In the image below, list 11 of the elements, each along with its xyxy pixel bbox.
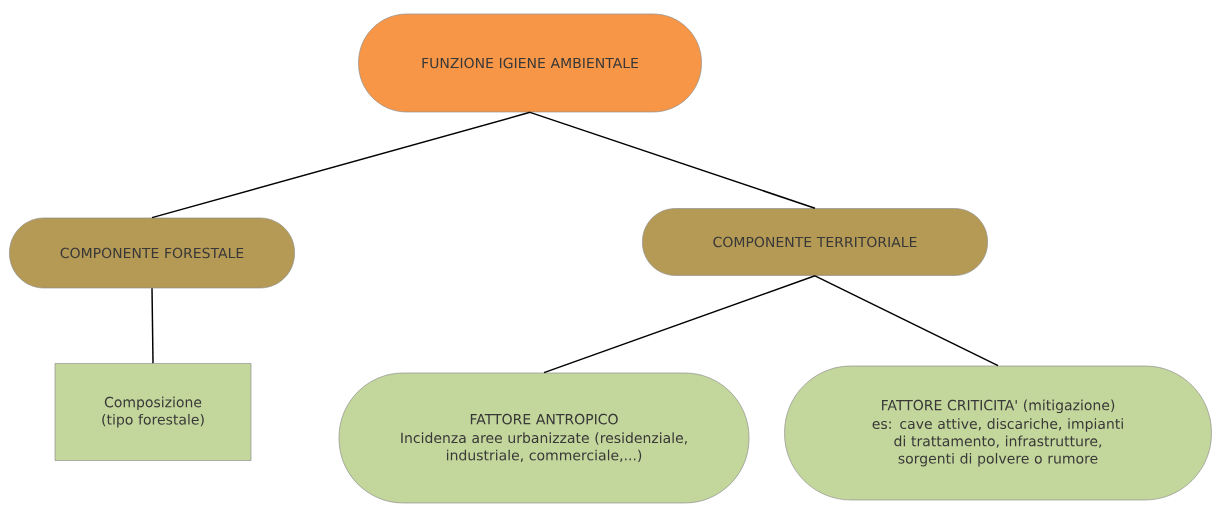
title-pill: FUNZIONE IGIENE AMBIENTALE — [358, 13, 702, 113]
category-pill: COMPONENTE FORESTALE — [9, 217, 295, 289]
category-pill: COMPONENTE TERRITORIALE — [642, 208, 988, 276]
connector-line — [543, 275, 816, 374]
connector-line — [814, 275, 999, 367]
leaf-box: Composizione (tipo forestale) — [54, 363, 252, 461]
connector-line — [151, 111, 531, 219]
connector-line — [529, 111, 816, 209]
connector-line — [151, 287, 154, 364]
factor-pill: FATTORE ANTROPICO Incidenza aree urbanizzate (residenziale, industriale, commerciale,...) — [338, 372, 750, 504]
factor-pill: FATTORE CRITICITA' (mitigazione) es: cave attive, discariche, impianti di trattamento, infrastrutture, sorgenti di polvere o rumore — [784, 365, 1212, 501]
